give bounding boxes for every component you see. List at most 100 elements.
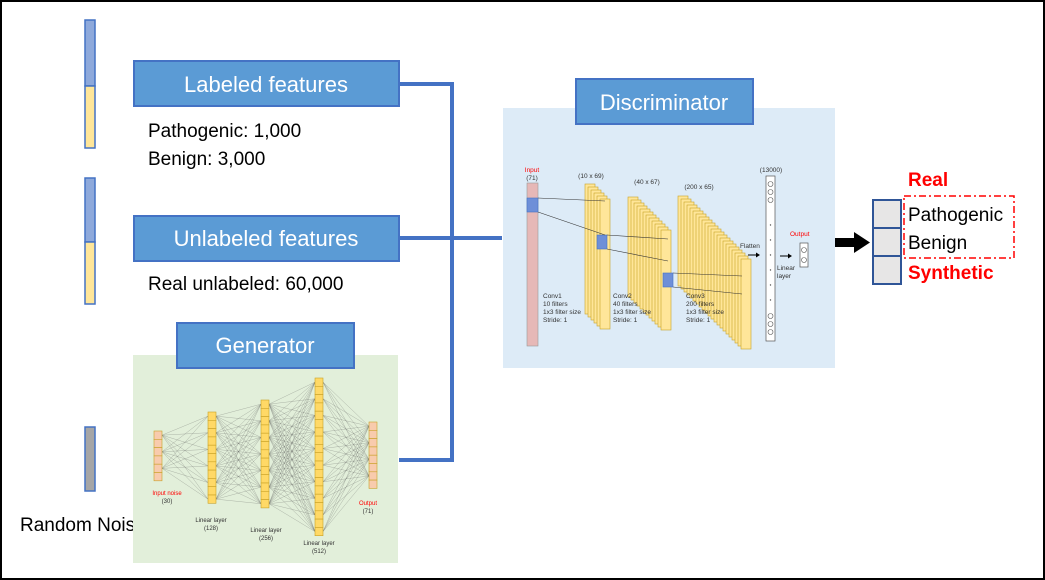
flatten-label: Flatten (740, 243, 760, 250)
gen-connection (322, 425, 370, 433)
output-cell-pathogenic (872, 199, 902, 229)
conv2-stride: Stride: 1 (613, 317, 638, 324)
gen-connection (215, 453, 262, 500)
gen-node (314, 460, 324, 470)
synthetic-label: Synthetic (908, 263, 994, 284)
unlabeled-features-title: Unlabeled features (174, 226, 359, 251)
gen-node (314, 502, 324, 512)
kernel-projection (672, 272, 743, 277)
gen-node (314, 527, 324, 537)
kernel-projection (606, 248, 669, 262)
gen-node (314, 485, 324, 495)
gen-connection (215, 470, 262, 500)
linear-arrow-head (788, 253, 792, 259)
gen-node (153, 447, 163, 457)
flatten-node (767, 189, 774, 195)
conv1-stack (584, 183, 611, 330)
gen-node (368, 454, 378, 464)
flatten-dot (769, 269, 772, 271)
gen-connection (215, 404, 262, 467)
gen-connections (161, 381, 370, 532)
gen-connection (322, 459, 370, 532)
gen-node (260, 474, 270, 484)
gen-node (260, 416, 270, 426)
flatten-dot (769, 254, 772, 256)
gen-node (314, 402, 324, 412)
gen-node (314, 444, 324, 453)
gen-node (153, 430, 163, 440)
gen-layer1-label: Linear layer (195, 518, 226, 524)
gen-node (314, 435, 324, 445)
gen-node (368, 429, 378, 439)
flatten-dot (769, 224, 772, 226)
gen-node (314, 394, 324, 404)
gen-layer3-col (314, 377, 324, 537)
gen-connection (268, 415, 316, 504)
unlabeled-bar-yellow (84, 241, 96, 305)
conv3-name: Conv3 (686, 293, 705, 300)
disc-input-kernel (526, 197, 539, 213)
gen-node (314, 493, 324, 503)
gen-node (368, 421, 378, 431)
arrow-head (854, 232, 870, 253)
labeled-features-title: Labeled features (184, 72, 348, 97)
real-label: Real (908, 170, 948, 191)
gen-connection (215, 420, 262, 500)
conv2-filter-size: 1x3 filter size (613, 309, 651, 316)
disc-input-label: Input (525, 167, 540, 174)
noise-bar (84, 426, 96, 492)
gen-connection (322, 442, 370, 532)
flat-shape: (13000) (760, 167, 782, 174)
gen-node (314, 518, 324, 528)
gen-connection (161, 449, 209, 469)
gen-node (207, 494, 217, 504)
gen-node (260, 490, 270, 500)
gen-node (314, 477, 324, 487)
conv2-shape: (40 x 67) (634, 179, 660, 186)
labeled-features-box (133, 60, 400, 107)
discriminator-title: Discriminator (600, 90, 728, 115)
arrow-shaft (835, 238, 855, 247)
gen-output-size: (71) (363, 509, 374, 515)
gen-connection (215, 498, 262, 504)
gen-connection (322, 382, 370, 427)
gen-output-col (368, 421, 378, 489)
flatten-dot (769, 239, 772, 241)
gen-connection (215, 404, 262, 433)
gen-node (153, 472, 163, 482)
gen-input-label: Input noise (152, 491, 182, 497)
flatten-arrow-head (756, 252, 760, 258)
kernel-projection (606, 234, 669, 240)
gen-connection (322, 426, 370, 516)
gen-connection (268, 503, 316, 516)
disc-output-node (801, 257, 807, 263)
generator-title: Generator (215, 333, 314, 358)
generator-network (153, 377, 378, 537)
gen-layer3-label: Linear layer (303, 541, 334, 547)
conv2-filters: 40 filters (613, 301, 638, 308)
merge-line (399, 82, 454, 462)
conv1-name: Conv1 (543, 293, 562, 300)
gen-input-size: (30) (162, 499, 173, 505)
kernel-projection (537, 197, 606, 202)
gen-node (207, 444, 217, 454)
gen-node (260, 482, 270, 492)
flatten-node (767, 197, 774, 203)
flatten-node (767, 313, 774, 319)
gen-node (260, 399, 270, 409)
feature-map (599, 198, 611, 330)
conv1-kernel (596, 234, 608, 250)
gen-connection (268, 382, 316, 488)
gen-node (314, 419, 324, 429)
gen-connection (322, 398, 370, 427)
real-unlabeled-count: Real unlabeled: 60,000 (148, 274, 343, 295)
gen-node (207, 428, 217, 438)
gen-node (207, 419, 217, 429)
gen-layer1-size: (128) (204, 526, 218, 532)
conv3-filter-size: 1x3 filter size (686, 309, 724, 316)
gen-node (314, 427, 324, 437)
gen-connection (322, 426, 370, 499)
gen-node (368, 471, 378, 481)
gen-connection (215, 486, 262, 500)
gen-output-label: Output (359, 501, 377, 507)
